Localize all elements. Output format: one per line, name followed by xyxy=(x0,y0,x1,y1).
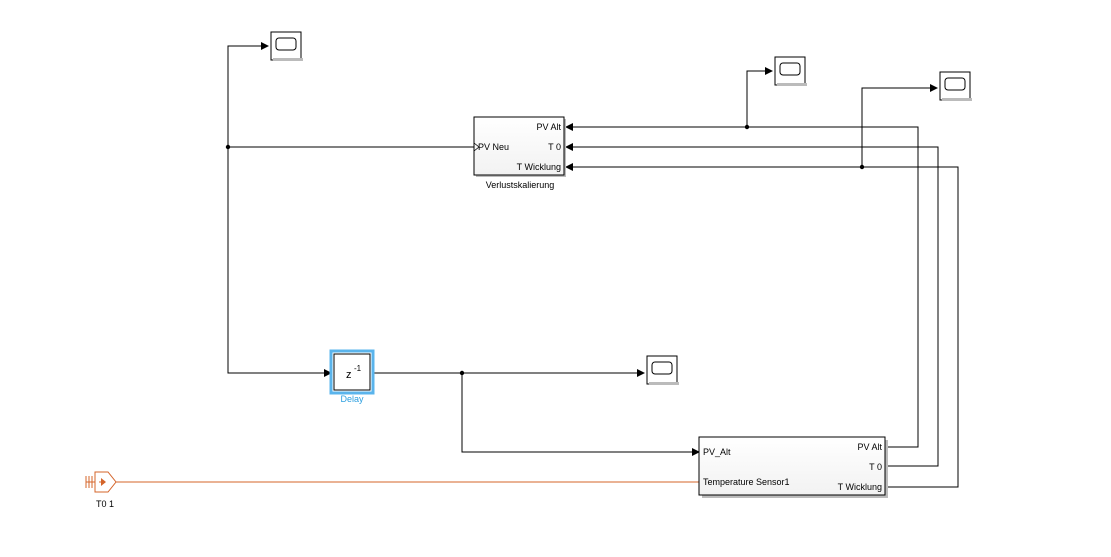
branch-point xyxy=(744,124,750,130)
signal-line-to-scope-2[interactable] xyxy=(746,67,773,127)
goto-t0-block[interactable] xyxy=(85,471,117,493)
port-label-pv-alt-out: PV Alt xyxy=(857,442,882,452)
signal-line-to-scope-1[interactable] xyxy=(227,42,269,147)
port-label-t0-out: T 0 xyxy=(869,462,882,472)
goto-t0-label[interactable]: T0 1 xyxy=(96,499,114,509)
signal-line-to-delay[interactable] xyxy=(227,147,332,377)
port-label-pv-alt-in: PV_Alt xyxy=(703,447,731,457)
delay-exponent: -1 xyxy=(354,364,362,373)
delay-symbol: z xyxy=(346,369,352,381)
verlustskalierung-label[interactable]: Verlustskalierung xyxy=(486,180,555,190)
port-label-pv-neu: PV Neu xyxy=(478,142,509,152)
scope-icon xyxy=(779,62,801,76)
input-port-icon xyxy=(473,142,480,152)
signal-line-to-scope-3[interactable] xyxy=(861,84,938,167)
scope-icon xyxy=(651,361,673,375)
selection-highlight xyxy=(329,349,375,395)
port-label-pv-alt: PV Alt xyxy=(536,122,561,132)
port-label-t-wicklung-out: T Wicklung xyxy=(838,482,882,492)
scope-block[interactable] xyxy=(646,355,679,385)
branch-point xyxy=(225,144,231,150)
scope-block[interactable] xyxy=(939,71,972,101)
signal-line-t-wicklung-feedback[interactable] xyxy=(565,163,959,488)
port-label-t0: T 0 xyxy=(548,142,561,152)
signal-line-to-sensor-pv-alt[interactable] xyxy=(461,373,700,456)
port-label-t-wicklung: T Wicklung xyxy=(517,162,561,172)
branch-point xyxy=(459,370,465,376)
scope-block[interactable] xyxy=(270,31,303,61)
signal-line-pv-alt-feedback[interactable] xyxy=(565,123,919,448)
temperature-sensor-block[interactable]: PV_Alt Temperature Sensor1 PV Alt T 0 T … xyxy=(698,436,888,498)
port-label-temperature-sensor: Temperature Sensor1 xyxy=(703,477,790,487)
goto-arrow-icon xyxy=(101,478,106,486)
branch-point xyxy=(859,164,865,170)
scope-icon xyxy=(275,37,297,51)
delay-block[interactable]: z -1 xyxy=(329,349,375,395)
verlustskalierung-block[interactable]: PV Neu PV Alt T 0 T Wicklung xyxy=(473,116,566,177)
signal-line-t0-feedback[interactable] xyxy=(565,143,939,467)
scope-block[interactable] xyxy=(774,56,807,86)
delay-label[interactable]: Delay xyxy=(340,394,364,404)
scope-icon xyxy=(944,77,966,91)
